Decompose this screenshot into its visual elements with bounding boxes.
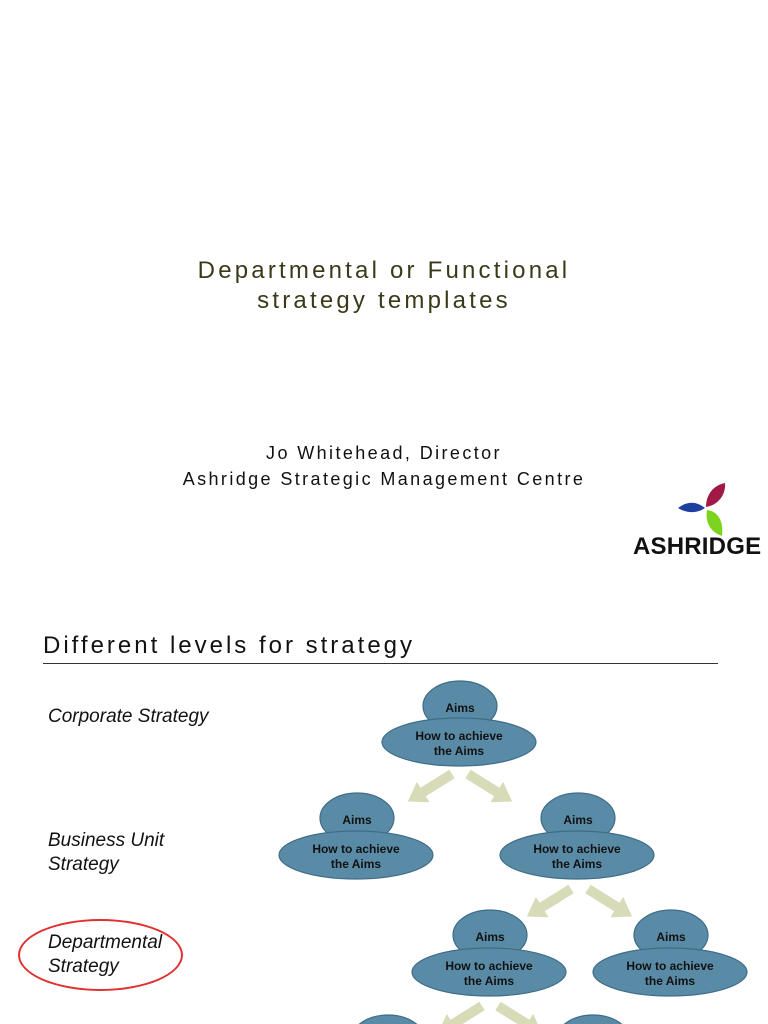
node-departmental-right: Aims How to achieve the Aims — [592, 909, 748, 997]
aims-label: Aims — [445, 701, 475, 715]
slide-title-line-2: strategy templates — [257, 287, 511, 314]
arrow-corporate-to-bu-left — [401, 763, 459, 812]
arrow-dept-to-next-right — [491, 995, 549, 1024]
node-business-unit-right: Aims How to achieve the Aims — [499, 792, 655, 880]
slide-title: Different levels for strategy — [43, 632, 416, 659]
title-divider — [43, 663, 718, 664]
how-ellipse — [592, 947, 748, 997]
author-organisation: Ashridge Strategic Management Centre — [182, 469, 586, 489]
level-label-corporate: Corporate Strategy — [48, 706, 209, 727]
title-slide: Departmental or Functional strategy temp… — [182, 257, 762, 560]
node-business-unit-left: Aims How to achieve the Aims — [278, 792, 434, 880]
aims-label: Aims — [563, 813, 593, 827]
aims-ellipse — [563, 1014, 623, 1024]
how-label-line-1: How to achieve — [415, 729, 503, 743]
slide-title-line-1: Departmental or Functional — [197, 257, 571, 284]
arrow-corporate-to-bu-right — [461, 763, 519, 812]
how-label-line-1: How to achieve — [445, 959, 533, 973]
level-label-business-unit: Business Unit Strategy — [48, 830, 165, 875]
ashridge-logo-icon — [678, 483, 726, 536]
departmental-highlight-ellipse — [18, 919, 183, 991]
strategy-hierarchy-diagram: Aims How to achieve the Aims Aims How to… — [278, 680, 748, 1024]
author-name: Jo Whitehead, Director — [266, 443, 502, 463]
node-corporate: Aims How to achieve the Aims — [381, 680, 537, 767]
levels-slide: Different levels for strategy Corporate … — [0, 600, 768, 1024]
how-label-line-2: the Aims — [331, 857, 382, 871]
aims-label: Aims — [342, 813, 372, 827]
arrow-bu-to-dept-left — [520, 878, 578, 927]
how-label-line-2: the Aims — [464, 974, 515, 988]
aims-ellipse — [358, 1014, 418, 1024]
aims-label: Aims — [475, 930, 505, 944]
how-ellipse — [499, 830, 655, 880]
node-departmental-left: Aims How to achieve the Aims — [411, 909, 567, 997]
arrow-bu-to-dept-right — [581, 878, 639, 927]
how-ellipse — [278, 830, 434, 880]
aims-label: Aims — [656, 930, 686, 944]
node-next-level-right — [563, 1014, 623, 1024]
ashridge-logo-text: ASHRIDGE — [633, 533, 762, 560]
arrow-dept-to-next-left — [431, 995, 489, 1024]
how-ellipse — [381, 717, 537, 767]
node-next-level-left — [358, 1014, 418, 1024]
how-label-line-2: the Aims — [434, 744, 485, 758]
how-label-line-1: How to achieve — [533, 842, 621, 856]
how-label-line-1: How to achieve — [312, 842, 400, 856]
how-label-line-1: How to achieve — [626, 959, 714, 973]
how-ellipse — [411, 947, 567, 997]
how-label-line-2: the Aims — [552, 857, 603, 871]
how-label-line-2: the Aims — [645, 974, 696, 988]
